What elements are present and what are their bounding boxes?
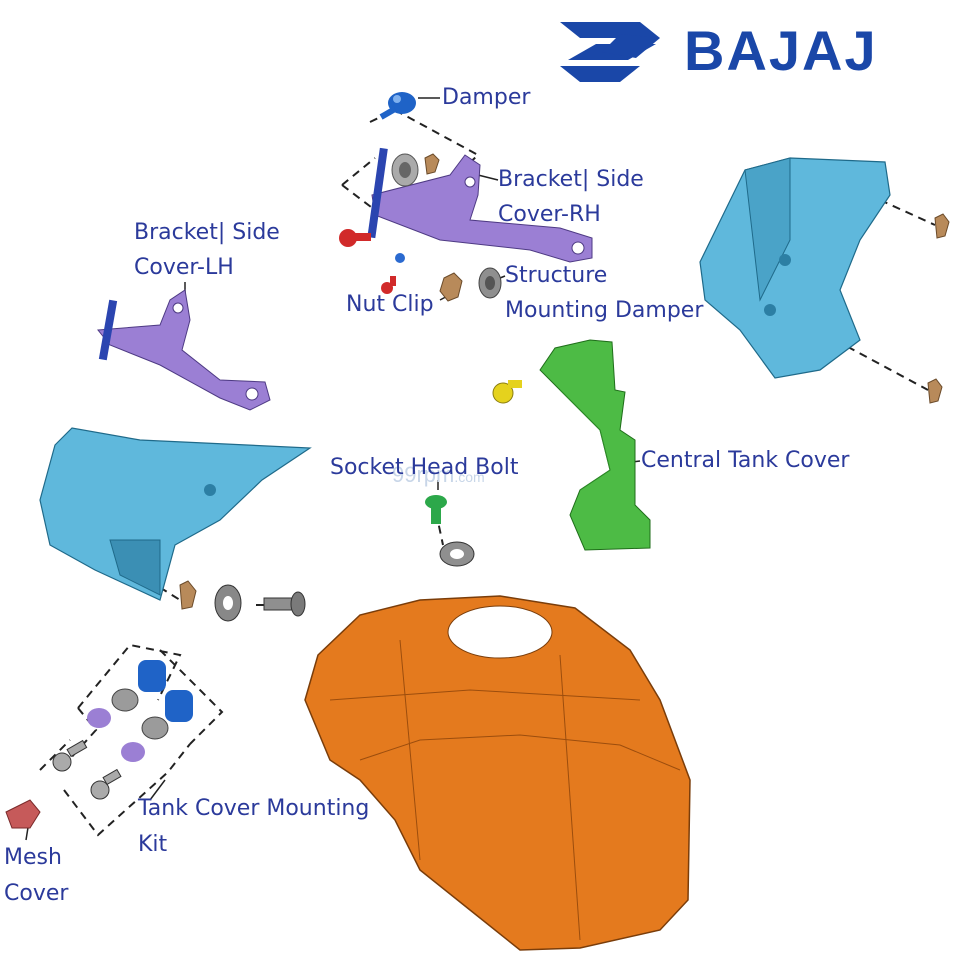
label-nut-clip: Nut Clip: [346, 292, 434, 317]
nut-clip-part: [439, 272, 463, 302]
clip-rh-lower: [927, 378, 943, 404]
socket-head-bolt-part: [425, 495, 475, 567]
label-bracket-lh-1: Bracket| Side: [134, 220, 280, 245]
label-mesh-1: Mesh: [4, 845, 62, 870]
side-cover-lh-part: [39, 427, 312, 601]
label-structure-1: Structure: [505, 263, 608, 288]
bracket-lh-part: [97, 289, 271, 411]
label-central-tank-cover: Central Tank Cover: [641, 448, 850, 473]
label-damper: Damper: [442, 85, 531, 110]
yellow-bolt: [492, 380, 522, 404]
label-tank-kit-2: Kit: [138, 832, 168, 857]
label-tank-kit-1: Tank Cover Mounting: [138, 796, 370, 821]
red-bolts: [339, 229, 405, 294]
mesh-cover-part: [5, 799, 41, 829]
brand-wordmark: BAJAJ: [684, 19, 878, 82]
connector-lines: [39, 108, 936, 837]
watermark-tld: .com: [454, 469, 485, 485]
label-structure-2: Mounting Damper: [505, 298, 704, 323]
structure-mounting-damper-part: [478, 267, 502, 299]
label-bracket-lh-2: Cover-LH: [134, 255, 234, 280]
label-bracket-rh-2: Cover-RH: [498, 202, 601, 227]
clip-rh-upper: [934, 213, 950, 239]
lh-mount-hardware: [179, 580, 306, 622]
tank-cover-mounting-kit-part: [52, 660, 193, 800]
central-tank-cover-part: [539, 339, 651, 551]
bajaj-logo-icon: [560, 22, 660, 82]
label-bracket-rh-1: Bracket| Side: [498, 167, 644, 192]
watermark-site: 99rpm: [392, 462, 455, 487]
side-cover-rh-part: [699, 157, 891, 379]
label-mesh-2: Cover: [4, 881, 69, 906]
label-socket-head-bolt: Socket Head Bolt: [330, 455, 519, 480]
fuel-tank-part: [304, 595, 691, 951]
damper-part: [379, 92, 416, 120]
bracket-rh-part: [367, 147, 593, 263]
watermark: 99rpm.com: [392, 462, 485, 488]
